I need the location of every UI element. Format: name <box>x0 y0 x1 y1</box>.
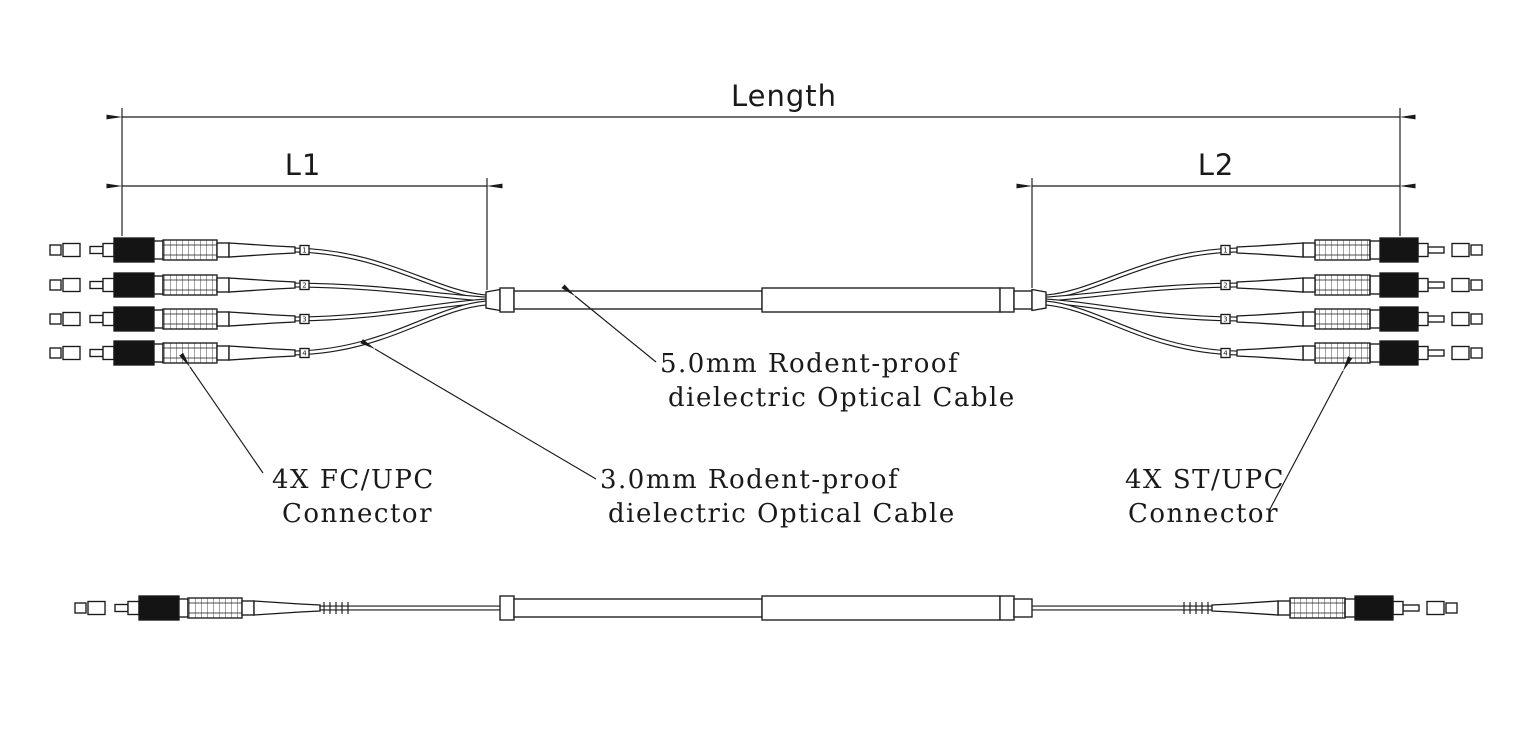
cable-3mm-callout-line1: 3.0mm Rodent-proof <box>600 465 900 495</box>
cable-tube <box>513 290 763 310</box>
callouts: 5.0mm Rodent-proof dielectric Optical Ca… <box>179 284 1353 529</box>
st-connector-3 <box>1236 306 1483 332</box>
cable-tube-right <box>1013 598 1033 618</box>
cable-5mm-leader <box>561 284 657 363</box>
left-collar <box>499 287 515 313</box>
left-fiber-tags: 1 2 3 4 <box>299 244 310 359</box>
cable-5mm-callout-line2: dielectric Optical Cable <box>668 383 1016 413</box>
st-connector-2 <box>1236 272 1483 298</box>
l1-dimension-label: L1 <box>285 148 322 182</box>
side-view-fc-connector <box>74 595 321 621</box>
side-view-st-connector <box>1211 595 1458 621</box>
side-view-cable <box>499 595 1033 621</box>
central-cable <box>485 287 1047 313</box>
right-collar <box>999 595 1015 621</box>
fc-connector-callout-line1: 4X FC/UPC <box>272 465 435 495</box>
st-connector-leader <box>1269 356 1353 510</box>
length-dimension-label: Length <box>731 79 837 113</box>
fiber-tag: 1 <box>299 244 310 256</box>
svg-text:1: 1 <box>302 247 306 255</box>
svg-text:3: 3 <box>302 316 306 324</box>
l2-dimension: L2 <box>1016 148 1416 288</box>
cable-5mm-callout-line1: 5.0mm Rodent-proof <box>660 349 960 379</box>
fc-connector-leader <box>179 352 264 474</box>
cable-sleeve <box>761 287 1001 313</box>
length-dimension: Length <box>106 79 1416 236</box>
left-breakout-cone <box>485 288 501 312</box>
fc-connector-4 <box>49 340 296 366</box>
cable-tube <box>513 598 763 618</box>
left-collar <box>499 595 515 621</box>
right-breakout-fibers <box>1045 247 1238 356</box>
right-collar <box>999 287 1015 313</box>
l1-dimension: L1 <box>106 148 503 290</box>
st-connector-4 <box>1236 340 1483 366</box>
svg-text:2: 2 <box>1223 282 1227 290</box>
fiber-tag: 3 <box>1220 313 1231 325</box>
fiber-tag: 2 <box>299 279 310 291</box>
left-breakout-fibers <box>294 247 487 356</box>
side-view-assembly <box>74 595 1458 621</box>
cable-tube-right <box>1013 290 1033 310</box>
st-connector-1 <box>1236 237 1483 263</box>
fiber-tag: 2 <box>1220 279 1231 291</box>
fc-connector-1 <box>49 237 296 263</box>
right-breakout-cone <box>1031 288 1047 312</box>
right-crimp-hatch <box>1183 602 1209 614</box>
fiber-tag: 1 <box>1220 244 1231 256</box>
fiber-tag: 4 <box>299 347 310 359</box>
st-connector-callout-line2: Connector <box>1128 499 1279 529</box>
right-fiber-tags: 1 2 3 4 <box>1220 244 1231 359</box>
left-crimp-hatch <box>323 602 349 614</box>
fiber-tag: 3 <box>299 313 310 325</box>
cable-sleeve <box>761 595 1001 621</box>
svg-text:4: 4 <box>1223 350 1228 358</box>
cable-3mm-leader <box>360 339 597 480</box>
fc-connector-3 <box>49 306 296 332</box>
cable-3mm-callout-line2: dielectric Optical Cable <box>608 499 956 529</box>
svg-text:3: 3 <box>1223 316 1227 324</box>
fiber-tag: 4 <box>1220 347 1231 359</box>
svg-text:4: 4 <box>302 350 307 358</box>
top-view-assembly: 1 2 3 4 1 2 3 4 <box>49 237 1483 366</box>
l2-dimension-label: L2 <box>1198 148 1235 182</box>
fc-connector-2 <box>49 272 296 298</box>
fc-connector-callout-line2: Connector <box>282 499 433 529</box>
svg-text:1: 1 <box>1223 247 1227 255</box>
svg-text:2: 2 <box>302 282 306 290</box>
st-connector-callout-line1: 4X ST/UPC <box>1125 465 1285 495</box>
